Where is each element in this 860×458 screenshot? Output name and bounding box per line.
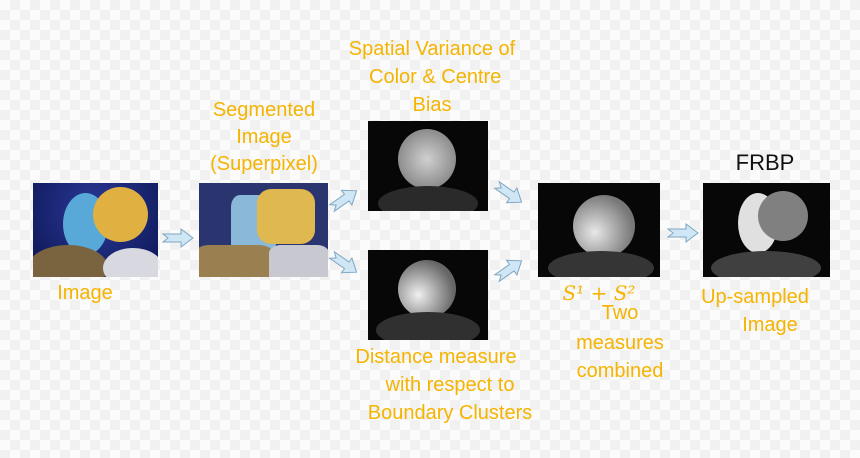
arrow-down-right-icon	[491, 177, 528, 211]
frbp-title: FRBP	[735, 150, 795, 175]
segmented-image	[199, 183, 328, 277]
arrow-right-icon	[667, 223, 699, 243]
arrow-right-icon	[162, 228, 194, 248]
input-image	[33, 183, 158, 277]
combined-map	[538, 183, 660, 277]
input-label: Image	[57, 282, 113, 304]
upsampled-image	[703, 183, 830, 277]
arrow-down-right-icon	[326, 247, 363, 281]
spatial-variance-map	[368, 121, 488, 211]
arrow-up-right-icon	[326, 182, 363, 216]
arrow-up-right-icon	[491, 252, 528, 286]
boundary-distance-map	[368, 250, 488, 340]
combined-formula: S¹ + S²	[562, 281, 636, 305]
